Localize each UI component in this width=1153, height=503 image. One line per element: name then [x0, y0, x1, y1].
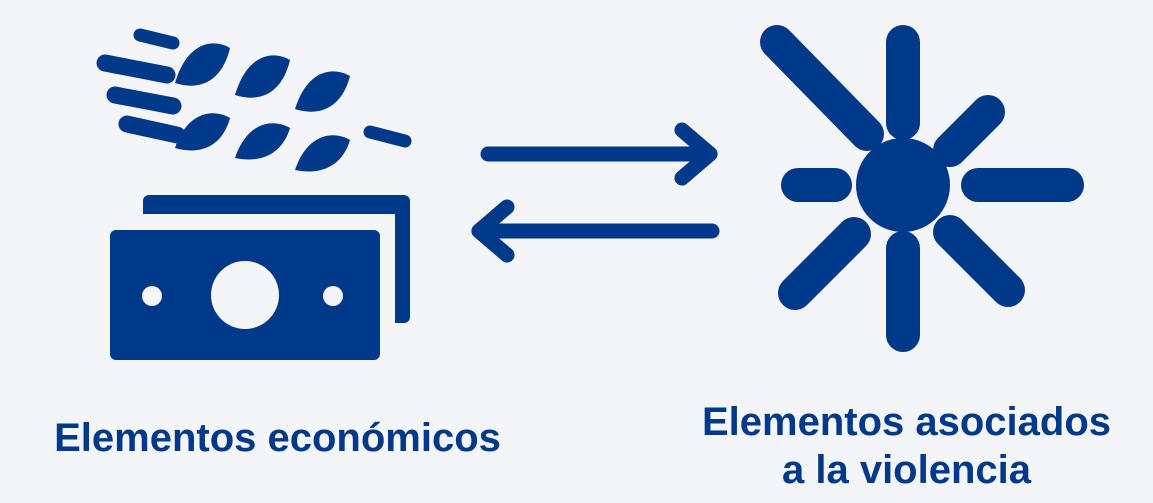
label-economic-elements: Elementos económicos [0, 414, 555, 462]
money-bills-icon [110, 190, 415, 360]
label-violence-line-1: Elementos asociados [701, 400, 1112, 444]
wheat-icon [95, 20, 415, 180]
arrow-right-icon [478, 120, 728, 190]
label-violence-line-2: a la violencia [781, 448, 1032, 492]
label-violence-elements: Elementos asociados a la violencia [660, 398, 1153, 494]
arrow-left-icon [462, 195, 724, 265]
label-economic-text: Elementos económicos [54, 416, 501, 460]
burst-icon [750, 20, 1090, 360]
